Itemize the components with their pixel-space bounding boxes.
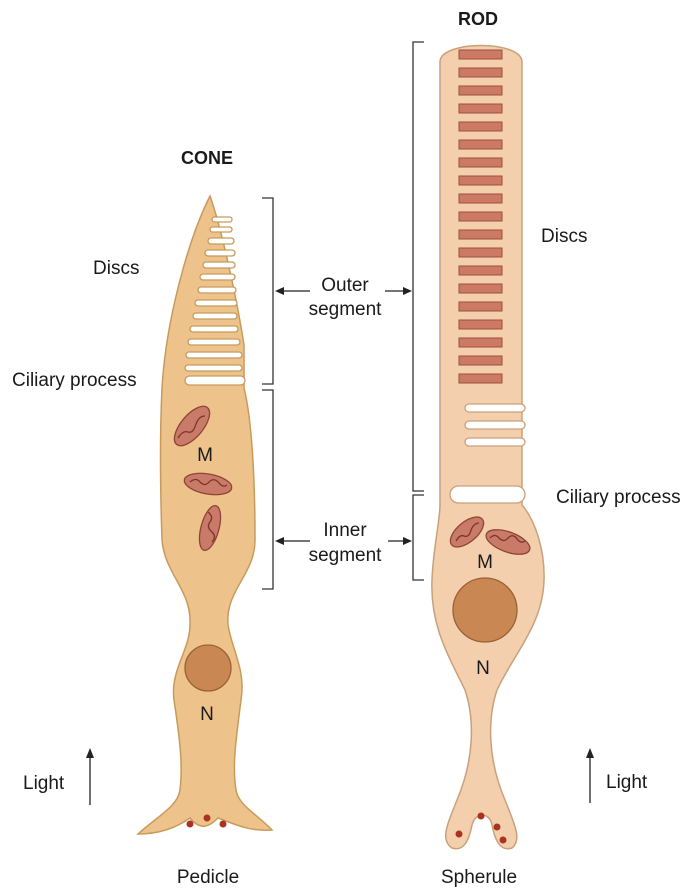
rod-synaptic-dot xyxy=(494,824,501,831)
outer-segment-arrowhead-right xyxy=(403,287,412,295)
rod-spherule-label: Spherule xyxy=(441,867,517,888)
rod-disc xyxy=(459,176,502,185)
cone-ciliary-gap xyxy=(185,376,245,385)
outer-segment-label-line2: segment xyxy=(309,299,383,320)
cone-synaptic-dot xyxy=(204,815,211,822)
rod-open-disc xyxy=(465,404,525,412)
rod-open-disc xyxy=(465,438,525,446)
rod-title: ROD xyxy=(458,9,498,29)
inner-segment-arrowhead-right xyxy=(403,537,412,545)
cone-disc-gap xyxy=(193,313,237,319)
rod-disc xyxy=(459,140,502,149)
rod-disc xyxy=(459,194,502,203)
cone-mitochondria-label: M xyxy=(197,445,213,466)
cone-cell xyxy=(138,196,272,834)
rod-synaptic-dot xyxy=(456,831,463,838)
rod-ciliary-process-label: Ciliary process xyxy=(556,487,681,508)
rod-light-label: Light xyxy=(606,772,648,793)
rod-disc xyxy=(459,302,502,311)
rod-disc xyxy=(459,212,502,221)
rod-disc xyxy=(459,230,502,239)
rod-synaptic-dot xyxy=(478,813,485,820)
cone-nucleus-label: N xyxy=(200,704,214,725)
cone-title: CONE xyxy=(181,148,233,168)
cone-outer-segment-bracket xyxy=(262,198,273,384)
rod-disc xyxy=(459,122,502,131)
cone-disc-gap xyxy=(198,287,236,293)
rod-disc xyxy=(459,266,502,275)
inner-segment-label-line1: Inner xyxy=(323,520,367,541)
cone-disc-gap xyxy=(203,262,235,268)
rod-nucleus xyxy=(453,578,517,642)
rod-mitochondria-label: M xyxy=(477,552,493,573)
rod-disc xyxy=(459,248,502,257)
rod-inner-segment-bracket xyxy=(413,495,424,580)
cone-disc-gap xyxy=(186,352,242,358)
cone-nucleus xyxy=(185,645,231,691)
rod-disc xyxy=(459,104,502,113)
cone-light-label: Light xyxy=(23,773,65,794)
cone-disc-gap xyxy=(212,217,232,222)
inner-segment-label-line2: segment xyxy=(309,545,383,566)
rod-synaptic-dot xyxy=(500,837,507,844)
cone-synaptic-dot xyxy=(187,821,194,828)
cone-disc-gap xyxy=(188,339,240,345)
rod-discs-label: Discs xyxy=(541,226,587,247)
rod-ciliary-gap xyxy=(450,486,525,503)
rod-disc xyxy=(459,50,502,59)
rod-disc xyxy=(459,68,502,77)
rod-disc xyxy=(459,356,502,365)
inner-segment-arrowhead-left xyxy=(275,537,284,545)
rod-disc xyxy=(459,374,502,383)
outer-segment-label-line1: Outer xyxy=(321,275,369,296)
rod-cell xyxy=(432,46,544,849)
cone-disc-gap xyxy=(200,274,235,280)
rod-disc xyxy=(459,284,502,293)
cone-inner-segment-bracket xyxy=(262,390,273,589)
rod-disc xyxy=(459,86,502,95)
rod-nucleus-label: N xyxy=(476,658,490,679)
cone-ciliary-process-label: Ciliary process xyxy=(12,370,137,391)
cone-disc-gap xyxy=(210,227,232,232)
rod-outer-segment-bracket xyxy=(413,42,424,491)
cone-synaptic-dot xyxy=(220,821,227,828)
cone-disc-gap xyxy=(195,300,237,306)
cone-discs-label: Discs xyxy=(93,258,139,279)
cone-light-arrowhead xyxy=(86,748,94,758)
cone-disc-gap xyxy=(208,238,234,244)
rod-disc xyxy=(459,338,502,347)
outer-segment-arrowhead-left xyxy=(275,287,284,295)
cone-disc-gap xyxy=(185,365,242,371)
cone-disc-gap xyxy=(190,326,238,332)
rod-open-disc xyxy=(465,421,525,429)
rod-disc xyxy=(459,158,502,167)
rod-disc xyxy=(459,320,502,329)
cone-pedicle-label: Pedicle xyxy=(177,867,239,888)
cone-disc-gap xyxy=(205,250,235,256)
rod-light-arrowhead xyxy=(586,748,594,758)
